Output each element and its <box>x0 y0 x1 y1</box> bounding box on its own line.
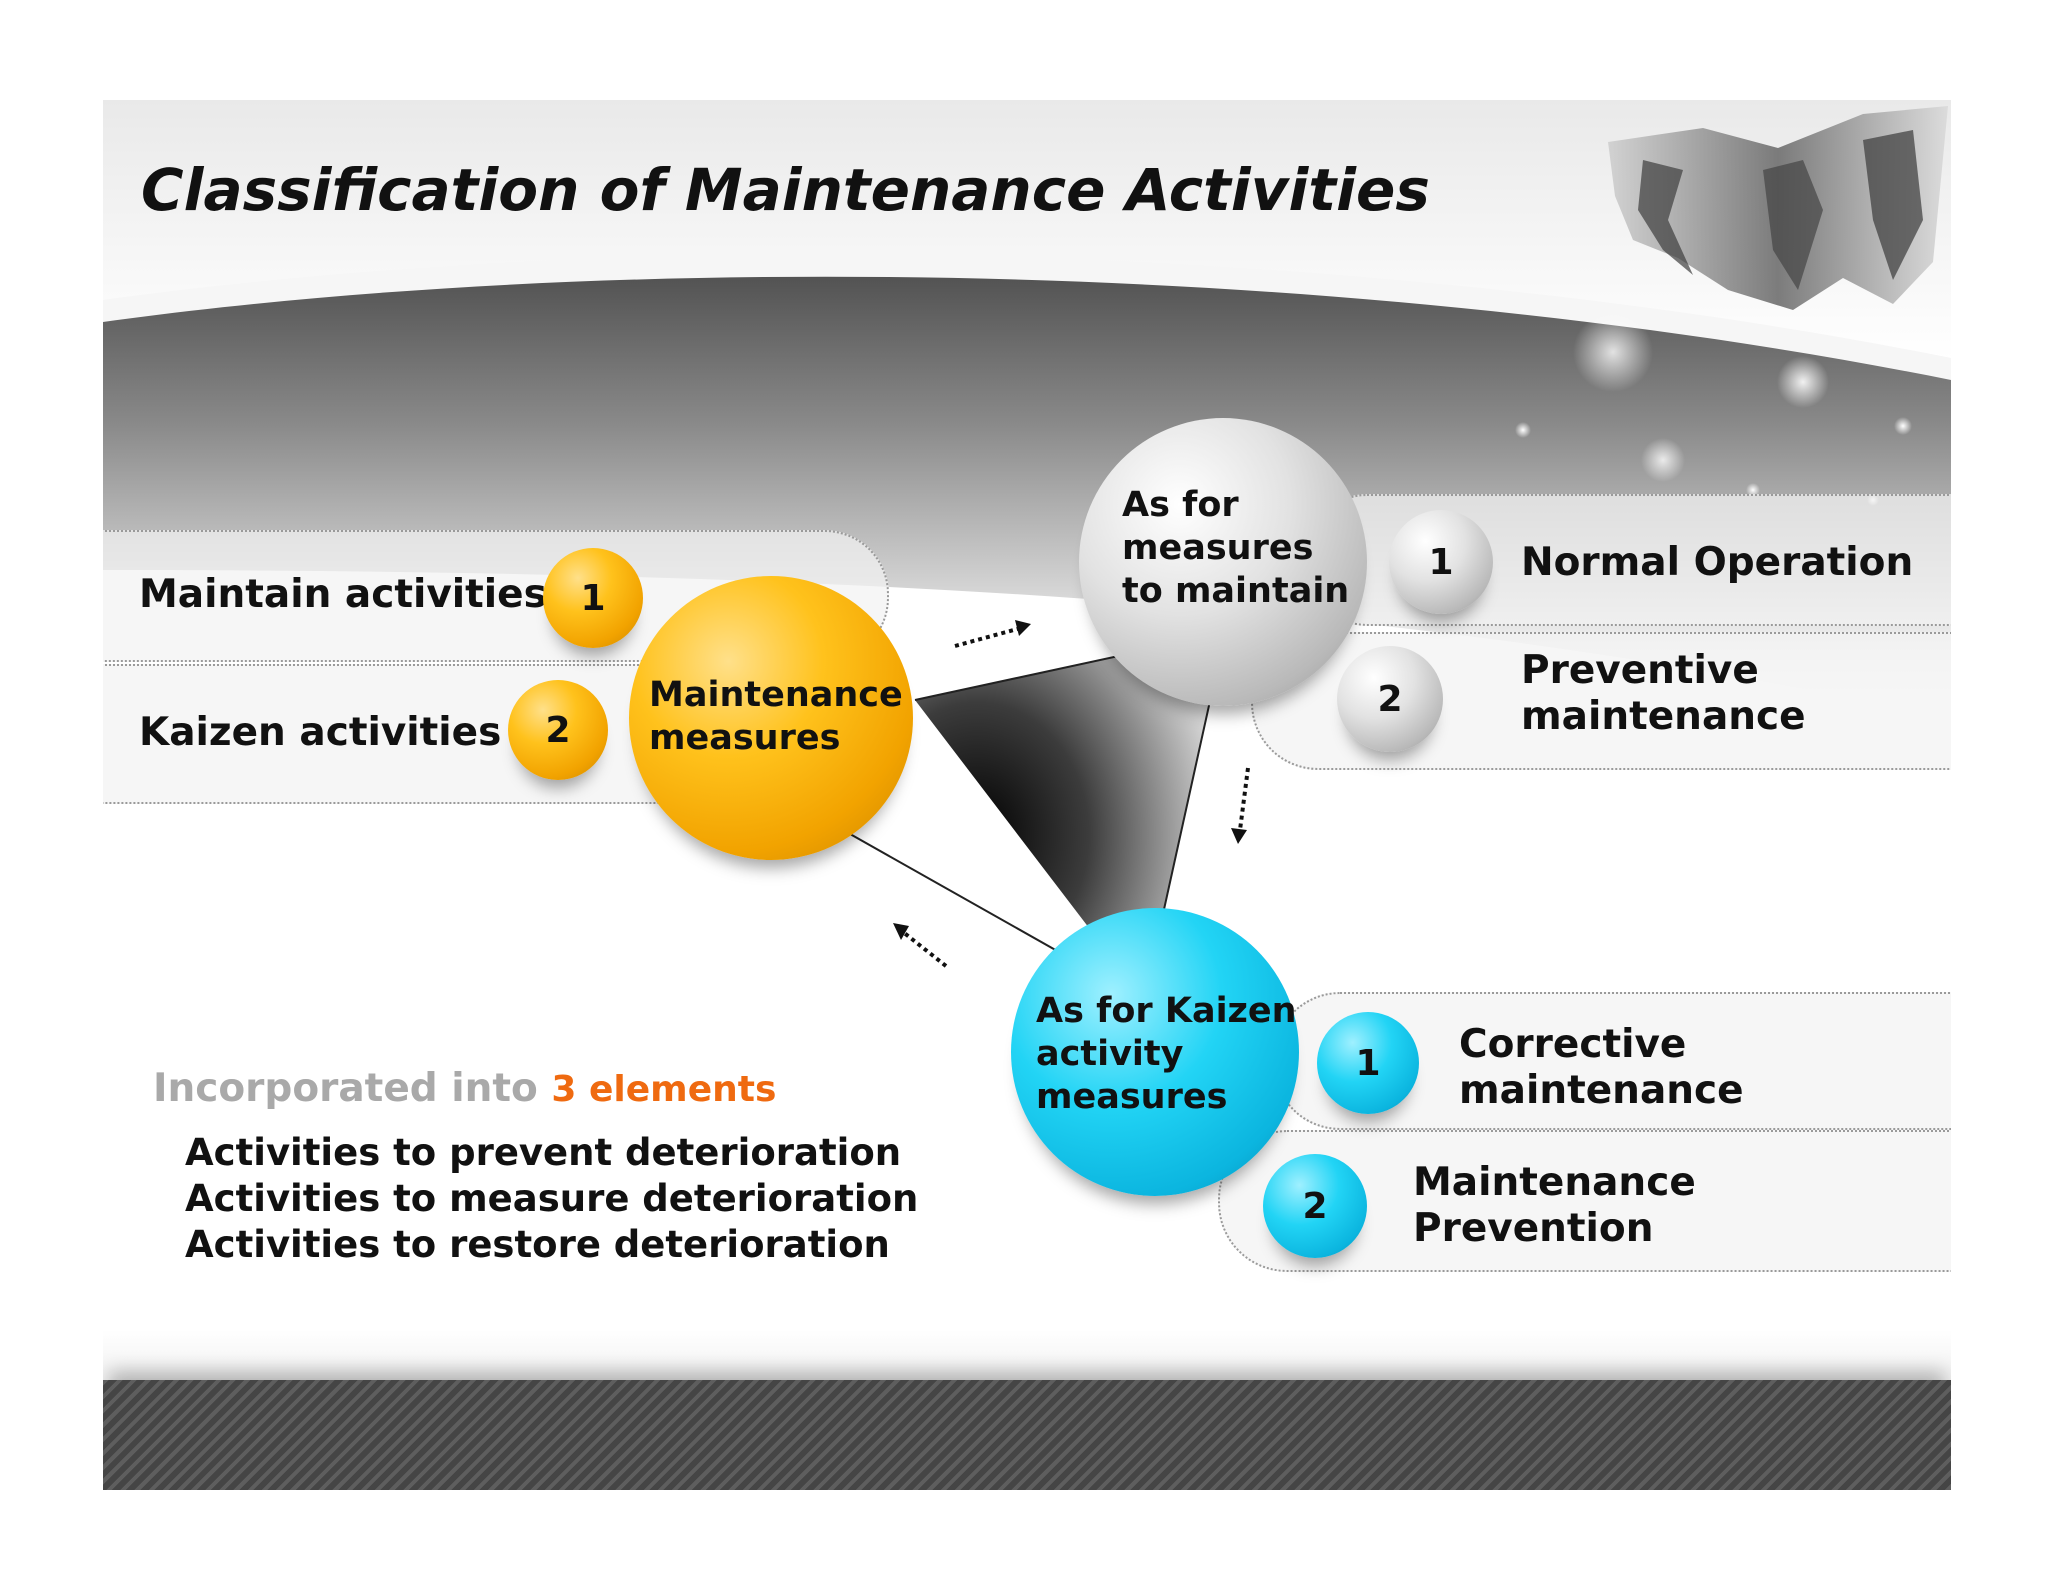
footer-bar <box>103 1380 1951 1490</box>
incorporated-heading: Incorporated into 3 elements <box>153 1066 776 1111</box>
sparkle <box>1515 422 1531 438</box>
corrective-maintenance-label: Corrective maintenance <box>1459 1022 1744 1113</box>
arrow-head <box>1231 828 1247 844</box>
number-badge: 2 <box>1263 1154 1367 1258</box>
arrow-to-kaizen <box>1238 767 1250 831</box>
incorporated-highlight: 3 elements <box>551 1069 777 1110</box>
kaizen-measures-sphere <box>1011 908 1299 1196</box>
number-badge: 2 <box>508 680 608 780</box>
maintenance-measures-sphere <box>629 576 913 860</box>
sparkle <box>1777 356 1829 408</box>
sparkle <box>1746 483 1760 497</box>
maintain-measures-label: As for measures to maintain <box>1122 485 1350 611</box>
maintain-activities-label: Maintain activities <box>139 572 547 617</box>
kaizen-measures-label: As for Kaizen activity measures <box>1036 991 1297 1117</box>
maintenance-prevention-label: Maintenance Prevention <box>1413 1160 1696 1251</box>
kaizen-activities-label: Kaizen activities <box>139 710 502 755</box>
activities-list: Activities to prevent deterioration Acti… <box>185 1130 918 1268</box>
activity-item: Activities to prevent deterioration <box>185 1131 902 1174</box>
number-badge: 2 <box>1337 646 1443 752</box>
normal-operation-label: Normal Operation <box>1521 540 1914 585</box>
sparkle <box>1894 417 1912 435</box>
incorporated-lead: Incorporated into <box>153 1066 538 1111</box>
arrow-to-maintain <box>954 626 1022 648</box>
arrow-head <box>1015 620 1031 636</box>
arrow-head <box>893 923 909 940</box>
sparkle <box>1573 312 1653 392</box>
maintain-measures-sphere <box>1079 418 1367 706</box>
page-title: Classification of Maintenance Activities <box>141 156 1430 224</box>
activity-item: Activities to restore deterioration <box>185 1223 890 1266</box>
world-map-icon <box>1608 106 1948 310</box>
number-badge: 1 <box>1317 1012 1419 1114</box>
arrow-to-maintenance <box>901 930 948 968</box>
slide: Classification of Maintenance Activities… <box>103 100 1951 1490</box>
sparkle <box>1641 438 1685 482</box>
number-badge: 1 <box>1389 510 1493 614</box>
preventive-maintenance-label: Preventive maintenance <box>1521 648 1806 739</box>
background-arc <box>103 254 1951 380</box>
activity-item: Activities to measure deterioration <box>185 1177 919 1220</box>
number-badge: 1 <box>543 548 643 648</box>
maintenance-measures-label: Maintenance measures <box>649 675 903 758</box>
